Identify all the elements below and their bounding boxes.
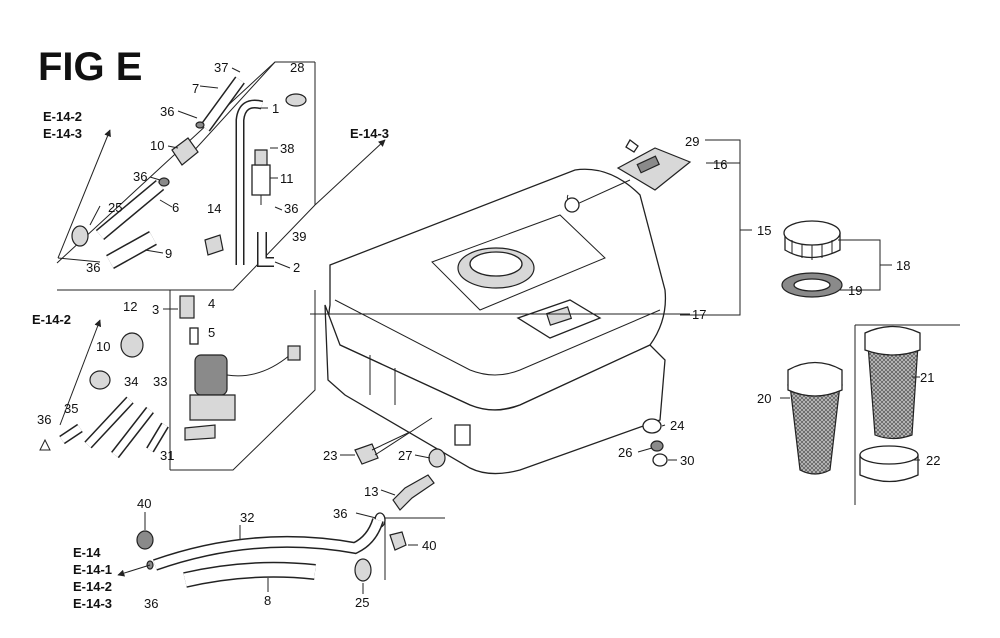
part-number: 7 [192,81,199,96]
part-number: 12 [123,299,137,314]
part-number: 10 [150,138,164,153]
filter-subassembly [71,76,307,269]
part-number: 14 [207,201,221,216]
part-number: 30 [680,453,694,468]
figure-title: FIG E [38,45,142,89]
part-number: 26 [618,445,632,460]
part-number: 37 [214,60,228,75]
fuel-hoses [136,518,384,588]
part-number: 40 [137,496,151,511]
part-number: 36 [144,596,158,611]
part-number: 36 [160,104,174,119]
fuel-cap [781,220,843,298]
part-number: 29 [685,134,699,149]
part-number: 5 [208,325,215,340]
part-number: 32 [240,510,254,525]
fuel-pump-subassembly [39,295,301,459]
part-number: 35 [64,401,78,416]
ref-label[interactable]: E-14-3 [73,596,112,611]
part-number: 22 [926,453,940,468]
part-number: 36 [333,506,347,521]
part-number: 4 [208,296,215,311]
part-number: 6 [172,200,179,215]
ref-label[interactable]: E-14-1 [73,562,112,577]
part-number: 23 [323,448,337,463]
part-number: 36 [37,412,51,427]
part-number: 31 [160,448,174,463]
part-number: 18 [896,258,910,273]
fuel-gauge [564,139,692,213]
part-number: 40 [422,538,436,553]
ref-label[interactable]: E-14-2 [43,109,82,124]
fuel-tank [324,168,667,475]
ref-label[interactable]: E-14-3 [350,126,389,141]
part-number: 13 [364,484,378,499]
part-number: 25 [108,200,122,215]
part-number: 11 [280,171,294,186]
part-number: 8 [264,593,271,608]
part-number: 2 [293,260,300,275]
ref-label[interactable]: E-14-3 [43,126,82,141]
part-number: 34 [124,374,138,389]
part-number: 16 [713,157,727,172]
part-number: 3 [152,302,159,317]
part-number: 1 [272,101,279,116]
part-number: 20 [757,391,771,406]
part-number: 39 [292,229,306,244]
strainers [787,325,921,483]
reference-labels: E-14-2 E-14-3 E-14-3 E-14-2 E-14 E-14-1 … [32,109,389,611]
part-number: 21 [920,370,934,385]
part-number: 38 [280,141,294,156]
part-number: 25 [355,595,369,610]
part-callouts: 37 7 28 36 1 10 38 36 11 25 6 36 14 39 9… [37,60,940,611]
part-number: 15 [757,223,771,238]
ref-label[interactable]: E-14 [73,545,101,560]
small-fittings [354,418,668,551]
part-number: 36 [86,260,100,275]
part-number: 17 [692,307,706,322]
part-number: 36 [284,201,298,216]
part-number: 33 [153,374,167,389]
ref-label[interactable]: E-14-2 [32,312,71,327]
part-number: 36 [133,169,147,184]
leader-lines [57,67,920,594]
part-number: 9 [165,246,172,261]
part-number: 27 [398,448,412,463]
part-number: 28 [290,60,304,75]
panel-borders [56,61,960,580]
ref-label[interactable]: E-14-2 [73,579,112,594]
part-number: 19 [848,283,862,298]
part-number: 10 [96,339,110,354]
part-number: 24 [670,418,684,433]
